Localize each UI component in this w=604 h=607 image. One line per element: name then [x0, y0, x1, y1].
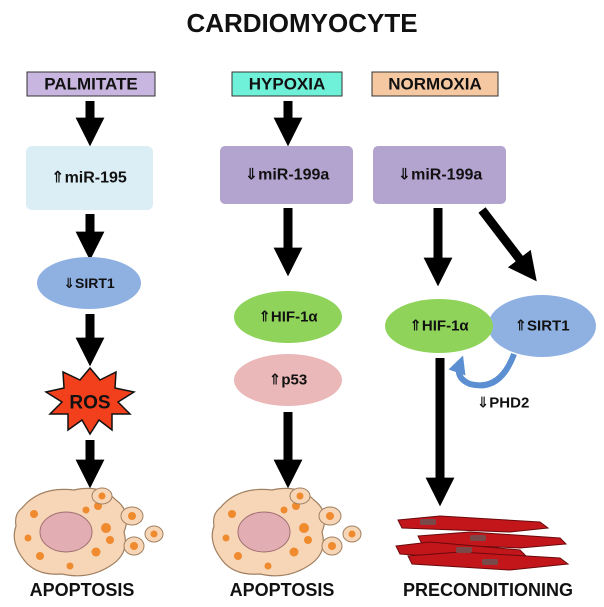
outcome-label-2: APOPTOSIS [230, 580, 335, 600]
hypoxia-header-box [231, 71, 343, 97]
palmitate-header-label: PALMITATE [44, 75, 137, 94]
mir199a-label-hypoxia: ⇓miR-199a [245, 167, 330, 184]
sirt1-ellipse [37, 257, 141, 309]
ros-label: ROS [69, 393, 110, 414]
mir199a-label-normoxia: ⇓miR-199a [398, 167, 483, 184]
normoxia-header-box [371, 71, 499, 97]
hif1a-ellipse-hypoxia [234, 291, 342, 343]
hypoxia-header-label: HYPOXIA [249, 75, 326, 94]
p53-label: ⇑p53 [269, 372, 307, 389]
sirt1-label-normoxia: ⇑SIRT1 [514, 318, 569, 335]
diagram-title: CARDIOMYOCYTE [186, 8, 417, 38]
sirt1-label: ⇓SIRT1 [63, 275, 115, 291]
apoptotic-cell-2 [211, 487, 362, 577]
muscle-fibers [395, 515, 570, 571]
phd2-label: ⇓PHD2 [477, 395, 530, 412]
mir199a-box-hypoxia [220, 146, 353, 204]
phd2-feedback-arrow [448, 352, 517, 389]
outcome-label-3: PRECONDITIONING [403, 580, 573, 600]
hif1a-label-normoxia: ⇑HIF-1α [409, 318, 469, 335]
palmitate-header-box [26, 71, 156, 97]
mir195-box [26, 146, 153, 210]
ros-starburst [44, 366, 136, 436]
mir199a-box-normoxia [373, 146, 506, 204]
normoxia-header-label: NORMOXIA [388, 75, 482, 94]
mir195-label: ⇑miR-195 [51, 170, 127, 187]
hif1a-ellipse-normoxia [385, 299, 493, 353]
arrow-mir199a-to-sirt1-normoxia [478, 207, 537, 282]
outcome-label-1: APOPTOSIS [30, 580, 135, 600]
apoptotic-cell-1 [13, 487, 164, 577]
p53-ellipse [234, 354, 342, 406]
sirt1-ellipse-normoxia [488, 295, 596, 357]
hif1a-label-hypoxia: ⇑HIF-1α [258, 309, 318, 326]
